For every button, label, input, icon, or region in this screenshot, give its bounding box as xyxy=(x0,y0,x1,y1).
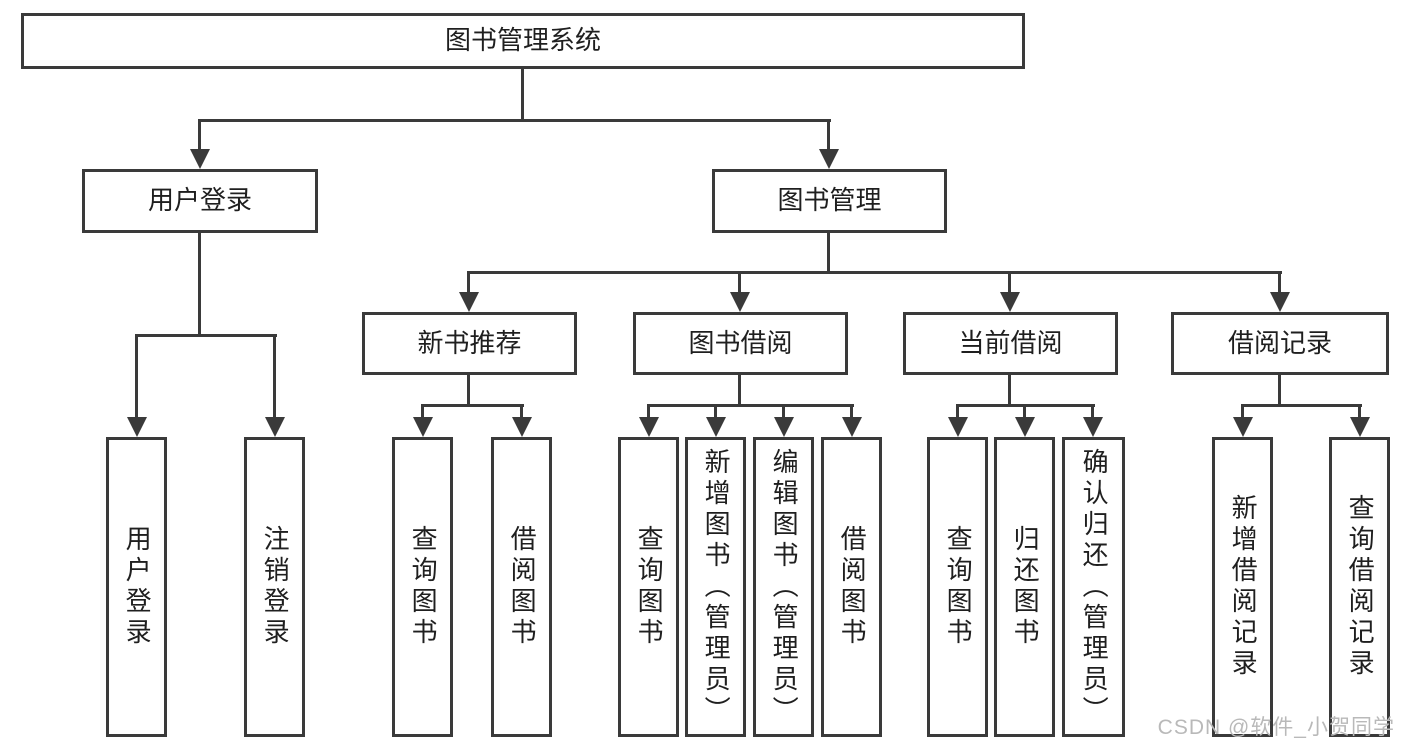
node-book-management: 图书管理 xyxy=(712,169,947,233)
node-borrow-records: 借阅记录 xyxy=(1171,312,1389,375)
connector-line xyxy=(782,404,785,421)
connector-line xyxy=(467,271,470,296)
connector-line xyxy=(827,119,830,153)
node-root-library-system: 图书管理系统 xyxy=(21,13,1025,69)
leaf-borrow-books-recommend: 借阅图书 xyxy=(491,437,552,737)
leaf-query-books-borrow: 查询图书 xyxy=(618,437,679,737)
leaf-query-borrow-record: 查询借阅记录 xyxy=(1329,437,1390,737)
connector-line xyxy=(714,404,717,421)
arrow-down-icon xyxy=(1233,417,1253,437)
connector-line xyxy=(1358,404,1361,421)
arrow-down-icon xyxy=(190,149,210,169)
connector-line xyxy=(198,119,201,153)
arrow-down-icon xyxy=(1350,417,1370,437)
arrow-down-icon xyxy=(459,292,479,312)
node-user-login: 用户登录 xyxy=(82,169,318,233)
leaf-query-books-current: 查询图书 xyxy=(927,437,988,737)
leaf-user-login: 用户登录 xyxy=(106,437,167,737)
connector-line xyxy=(467,375,470,406)
arrow-down-icon xyxy=(1000,292,1020,312)
connector-line xyxy=(135,334,277,337)
arrow-down-icon xyxy=(1015,417,1035,437)
arrow-down-icon xyxy=(948,417,968,437)
leaf-add-borrow-record: 新增借阅记录 xyxy=(1212,437,1273,737)
arrow-down-icon xyxy=(819,149,839,169)
connector-line xyxy=(1008,271,1011,296)
leaf-query-books-recommend: 查询图书 xyxy=(392,437,453,737)
arrow-down-icon xyxy=(842,417,862,437)
arrow-down-icon xyxy=(1270,292,1290,312)
connector-line xyxy=(738,375,741,406)
connector-line xyxy=(850,404,853,421)
arrow-down-icon xyxy=(639,417,659,437)
node-current-borrow: 当前借阅 xyxy=(903,312,1118,375)
connector-line xyxy=(521,69,524,120)
leaf-logout: 注销登录 xyxy=(244,437,305,737)
arrow-down-icon xyxy=(512,417,532,437)
connector-line xyxy=(421,404,424,421)
leaf-add-books-admin: 新增图书（管理员） xyxy=(685,437,746,737)
connector-line xyxy=(1241,404,1362,407)
arrow-down-icon xyxy=(774,417,794,437)
arrow-down-icon xyxy=(706,417,726,437)
leaf-edit-books-admin: 编辑图书（管理员） xyxy=(753,437,814,737)
arrow-down-icon xyxy=(413,417,433,437)
connector-line xyxy=(1278,375,1281,406)
connector-line xyxy=(647,404,854,407)
leaf-confirm-return-admin: 确认归还（管理员） xyxy=(1062,437,1125,737)
connector-line xyxy=(467,271,1282,274)
connector-line xyxy=(1008,375,1011,406)
arrow-down-icon xyxy=(127,417,147,437)
connector-line xyxy=(520,404,523,421)
node-book-borrow: 图书借阅 xyxy=(633,312,848,375)
connector-line xyxy=(956,404,959,421)
connector-line xyxy=(198,119,831,122)
csdn-watermark: CSDN @软件_小贺同学 xyxy=(1157,716,1395,739)
connector-line xyxy=(135,334,138,421)
connector-line xyxy=(647,404,650,421)
connector-line xyxy=(827,233,830,274)
leaf-return-books: 归还图书 xyxy=(994,437,1055,737)
arrow-down-icon xyxy=(265,417,285,437)
connector-line xyxy=(1023,404,1026,421)
arrow-down-icon xyxy=(730,292,750,312)
connector-line xyxy=(1241,404,1244,421)
connector-line xyxy=(1278,271,1281,296)
connector-line xyxy=(1091,404,1094,421)
connector-line xyxy=(198,233,201,336)
connector-line xyxy=(421,404,524,407)
connector-line xyxy=(273,334,276,421)
arrow-down-icon xyxy=(1083,417,1103,437)
leaf-borrow-books: 借阅图书 xyxy=(821,437,882,737)
node-new-book-recommend: 新书推荐 xyxy=(362,312,577,375)
connector-line xyxy=(738,271,741,296)
